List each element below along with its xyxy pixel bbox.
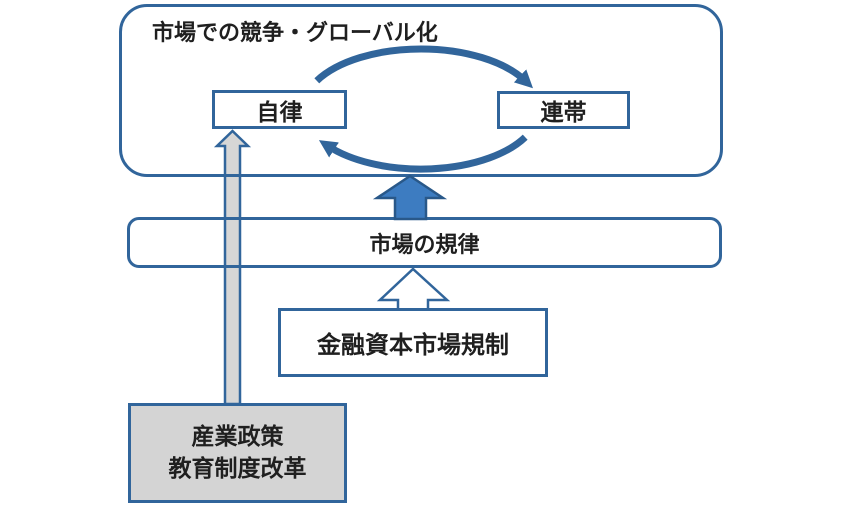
market-discipline-box: 市場の規律: [127, 217, 722, 268]
jiritsu-box: 自律: [212, 90, 347, 129]
market-competition-container: 市場での競争・グローバル化: [119, 4, 723, 177]
market-discipline-label: 市場の規律: [369, 231, 480, 257]
jiritsu-label: 自律: [256, 98, 303, 125]
financial-regulation-label: 金融資本市場規制: [317, 332, 509, 359]
industrial-policy-label-line1: 産業政策: [191, 423, 284, 450]
regulation-to-discipline-arrow: [376, 267, 451, 312]
rentai-box: 連帯: [497, 91, 630, 129]
industrial-policy-box: 産業政策 教育制度改革: [128, 403, 347, 503]
rentai-label: 連帯: [540, 99, 587, 125]
financial-regulation-box: 金融資本市場規制: [278, 308, 548, 377]
container-title: 市場での競争・グローバル化: [152, 20, 438, 45]
industrial-policy-label-line2: 教育制度改革: [168, 455, 307, 481]
discipline-to-market-arrow: [372, 174, 448, 221]
